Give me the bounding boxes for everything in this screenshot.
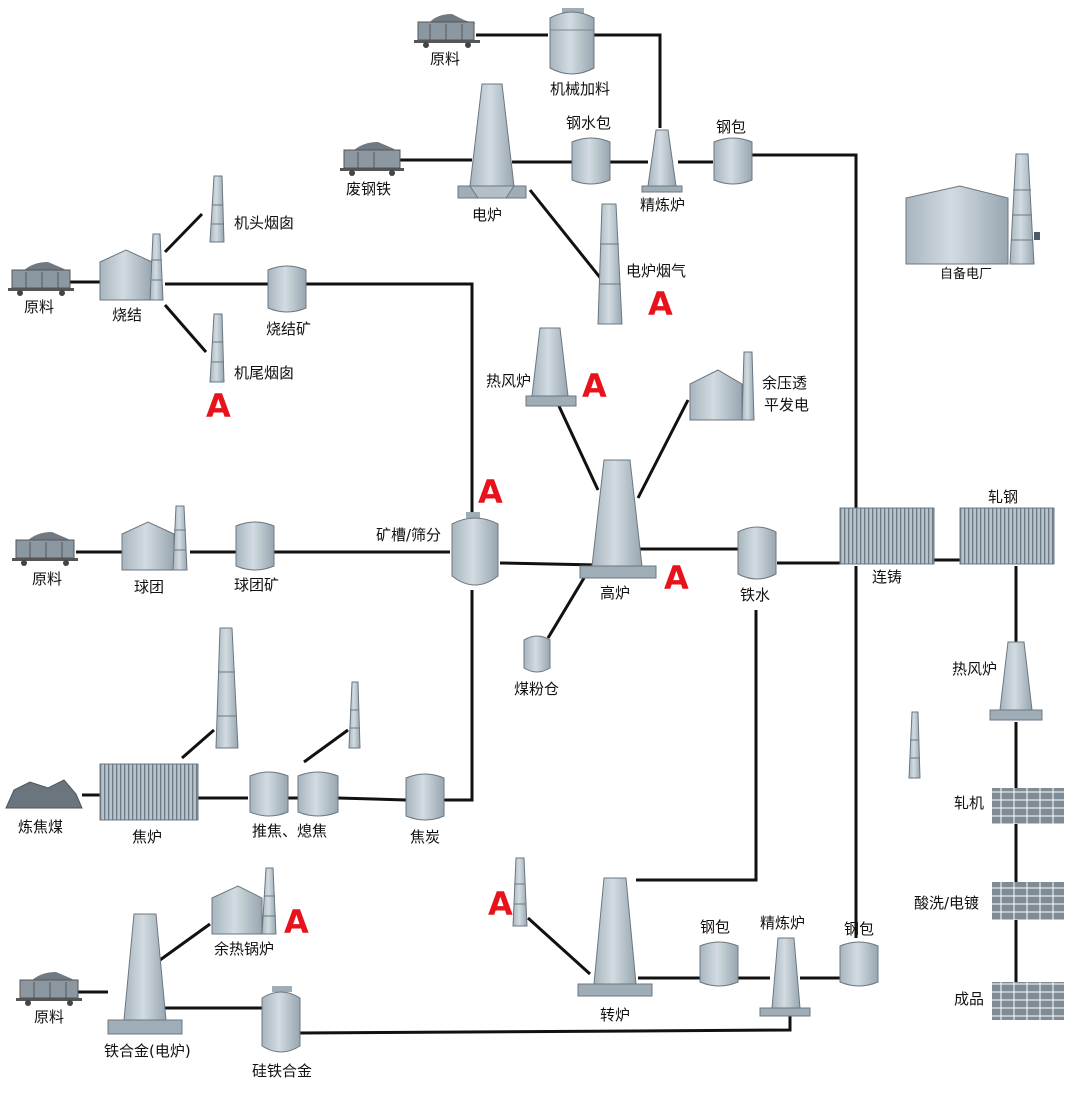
- label-sinter: 烧结: [112, 306, 143, 324]
- ferrosilicon-silo: [261, 986, 301, 1053]
- pellet-plant: [121, 505, 188, 571]
- marker-converter: A: [488, 885, 513, 923]
- label-raw-pellet: 原料: [32, 570, 63, 588]
- continuous-caster: [839, 507, 935, 565]
- label-coke-oven: 焦炉: [132, 828, 163, 846]
- coking-coal-pile: [5, 779, 83, 809]
- label-eaf-flue: 电炉烟气: [626, 262, 687, 280]
- label-coking-coal: 炼焦煤: [18, 818, 64, 836]
- refining-furnace-top: [641, 129, 683, 193]
- trt-building: [689, 351, 755, 421]
- label-mill: 轧机: [954, 794, 985, 812]
- electric-furnace: [457, 83, 527, 199]
- blast-furnace: [579, 459, 657, 579]
- rolling-machine: [992, 788, 1064, 824]
- label-waste-boiler: 余热锅炉: [214, 940, 275, 958]
- label-refining-bottom: 精炼炉: [760, 914, 806, 932]
- eaf-flue-chimney: [597, 203, 623, 325]
- label-hot-blast-top: 热风炉: [486, 372, 532, 390]
- ferroalloy-furnace: [107, 913, 183, 1035]
- label-hot-blast-right: 热风炉: [952, 660, 998, 678]
- raw-material-car-ferroalloy: [16, 972, 82, 1006]
- label-raw-top: 原料: [430, 50, 461, 68]
- label-trt-line2: 平发电: [764, 396, 810, 414]
- label-tail-chimney: 机尾烟囱: [234, 364, 295, 382]
- label-ferroalloy: 铁合金(电炉): [104, 1042, 191, 1060]
- waste-heat-boiler: [211, 867, 277, 935]
- ore-bin-screening: [451, 512, 499, 586]
- label-ladle-top: 钢包: [716, 118, 747, 136]
- label-ladle-bottom-2: 钢包: [844, 920, 875, 938]
- hot-blast-stove-right: [989, 641, 1043, 721]
- refining-furnace-bottom: [759, 937, 811, 1017]
- converter-chimney: [512, 857, 528, 927]
- label-converter: 转炉: [600, 1006, 631, 1024]
- marker-waste-boiler: A: [284, 903, 309, 941]
- label-raw-bottom: 原料: [34, 1008, 65, 1026]
- label-raw-sinter: 原料: [24, 298, 55, 316]
- pellet-ore-silo: [235, 521, 275, 571]
- head-chimney: [209, 175, 225, 243]
- sinter-plant: [99, 233, 164, 301]
- raw-material-car-top: [414, 14, 480, 48]
- raw-material-car-sinter: [8, 262, 74, 296]
- label-ladle-water: 钢水包: [566, 114, 612, 132]
- label-ore-bin: 矿槽/筛分: [376, 526, 442, 544]
- ladle-top: [713, 137, 753, 185]
- ladle-bottom-1: [699, 941, 739, 987]
- label-blast-furnace: 高炉: [600, 584, 631, 602]
- coke-oven-chimney: [215, 627, 239, 749]
- coal-powder-bin: [523, 635, 551, 673]
- label-pellet: 球团: [134, 578, 165, 596]
- label-power-plant: 自备电厂: [940, 267, 993, 282]
- label-hot-metal: 铁水: [740, 586, 771, 604]
- ladle-water-vessel: [571, 137, 611, 185]
- label-coal-bin: 煤粉仓: [514, 680, 560, 698]
- label-rolling: 轧钢: [988, 488, 1019, 506]
- label-mechanical-feed: 机械加料: [550, 80, 611, 98]
- connection-lines: [70, 33, 1018, 1035]
- sinter-ore-silo: [267, 265, 307, 313]
- label-push-quench: 推焦、熄焦: [252, 822, 328, 840]
- pickling-plating-unit: [992, 882, 1064, 920]
- coke-quenching-tank: [297, 771, 339, 817]
- label-ladle-bottom-1: 钢包: [700, 918, 731, 936]
- label-product: 成品: [954, 990, 985, 1008]
- marker-blast-furnace: A: [664, 559, 689, 597]
- scrap-car: [340, 142, 404, 176]
- raw-material-car-pellet: [12, 532, 78, 566]
- small-chimney-right: [908, 711, 921, 779]
- label-caster: 连铸: [872, 568, 903, 586]
- ladle-bottom-2: [839, 941, 879, 987]
- label-trt-line1: 余压透: [762, 374, 808, 392]
- label-coke: 焦炭: [410, 828, 441, 846]
- quench-chimney: [348, 681, 361, 749]
- label-scrap: 废钢铁: [346, 180, 392, 198]
- hot-metal-tank: [737, 526, 777, 580]
- mechanical-feed-tank: [549, 8, 595, 75]
- marker-hot-blast: A: [582, 367, 607, 405]
- coke-silo: [405, 773, 445, 821]
- tail-chimney: [209, 313, 225, 383]
- marker-tail-chimney: A: [206, 387, 231, 425]
- label-pellet-ore: 球团矿: [234, 576, 280, 594]
- finished-product-stack: [992, 982, 1064, 1020]
- label-refining-top: 精炼炉: [640, 196, 686, 214]
- rolling-mill: [959, 507, 1055, 565]
- power-plant: [905, 153, 1040, 265]
- marker-eaf-flue: A: [648, 285, 673, 323]
- label-ferrosilicon: 硅铁合金: [252, 1062, 313, 1080]
- label-sinter-ore: 烧结矿: [266, 320, 312, 338]
- label-pickling: 酸洗/电镀: [914, 894, 980, 912]
- label-eaf: 电炉: [472, 206, 503, 224]
- converter-furnace: [577, 877, 653, 997]
- hot-blast-stove-top: [525, 327, 577, 407]
- coke-pushing-tank: [249, 771, 289, 817]
- coke-oven: [99, 763, 199, 821]
- label-head-chimney: 机头烟囱: [234, 214, 295, 232]
- marker-ore-bin: A: [478, 473, 503, 511]
